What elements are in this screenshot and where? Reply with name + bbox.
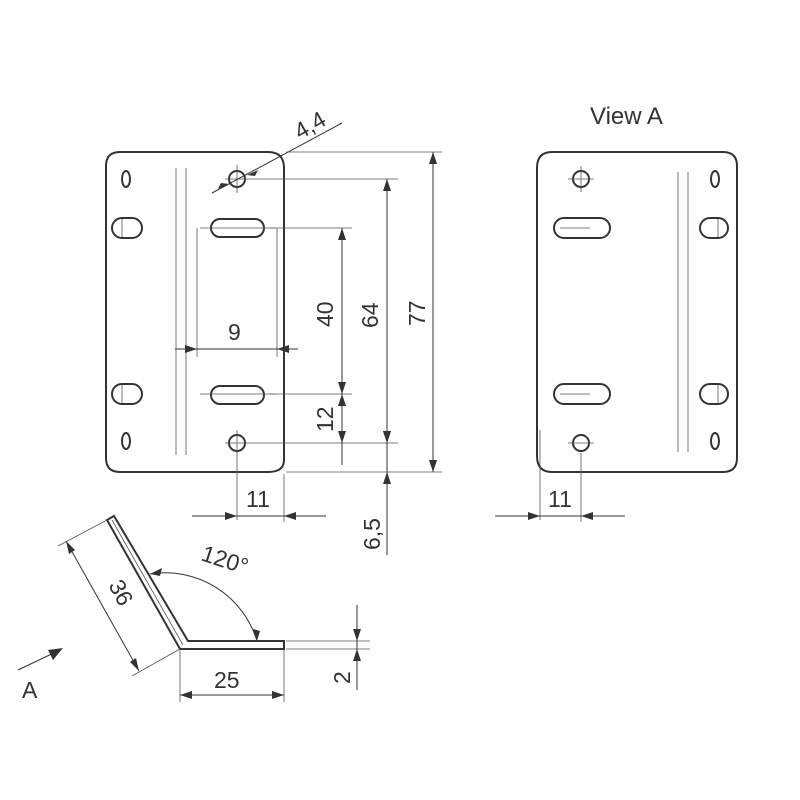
- side-slot: [111, 217, 143, 239]
- dim-bottom-offset-label: 6,5: [359, 518, 385, 550]
- mounting-slot: [210, 385, 265, 405]
- view-a: [536, 151, 738, 520]
- side-slot: [699, 217, 729, 239]
- view-a-outline: [536, 151, 738, 473]
- front-view-outline: [105, 151, 285, 473]
- view-a-arrow-label: A: [22, 677, 38, 703]
- side-slot: [699, 383, 729, 405]
- view-a-label: View A: [590, 103, 663, 130]
- dim-hole-diameter: 4,4: [211, 106, 343, 194]
- dim-slot-spacing: 40: [312, 228, 346, 394]
- dim-hole-diameter-label: 4,4: [290, 106, 331, 145]
- dim-slot-to-hole: 12: [312, 372, 346, 465]
- side-profile: [105, 514, 285, 650]
- view-a-arrow: A: [17, 648, 63, 703]
- dim-thickness: 2: [286, 605, 370, 690]
- small-hole: [710, 432, 720, 450]
- dim-short-leg-label: 25: [214, 667, 240, 693]
- dim-slot-spacing-label: 40: [312, 301, 338, 327]
- dim-angle-label: 120°: [198, 540, 251, 579]
- dim-outer-hole-spacing-label: 64: [357, 302, 383, 328]
- dim-bottom-offset: 6,5: [359, 431, 391, 555]
- dim-slot-to-hole-label: 12: [312, 406, 338, 432]
- dim-thickness-label: 2: [329, 671, 355, 684]
- dim-edge-offset-label: 11: [246, 486, 270, 512]
- side-slot: [111, 383, 143, 405]
- small-hole: [710, 170, 720, 188]
- small-hole: [121, 170, 131, 188]
- front-view: [105, 151, 285, 520]
- dim-total-height: 77: [404, 152, 437, 472]
- dim-outer-hole-spacing: 64: [357, 179, 391, 443]
- dim-slot-length: 9: [175, 228, 298, 357]
- mounting-slot: [553, 217, 611, 239]
- dim-view-a-edge-offset-label: 11: [548, 486, 572, 512]
- dim-long-leg-label: 36: [104, 575, 139, 610]
- mounting-slot: [553, 383, 611, 405]
- dim-slot-length-label: 9: [228, 319, 241, 345]
- bracket-profile: [105, 514, 285, 650]
- dim-view-a-edge-offset: 11: [495, 453, 625, 522]
- dim-total-height-label: 77: [404, 300, 430, 326]
- small-hole: [121, 432, 131, 450]
- dim-short-leg: 25: [179, 649, 285, 702]
- dim-edge-offset: 11: [192, 474, 326, 522]
